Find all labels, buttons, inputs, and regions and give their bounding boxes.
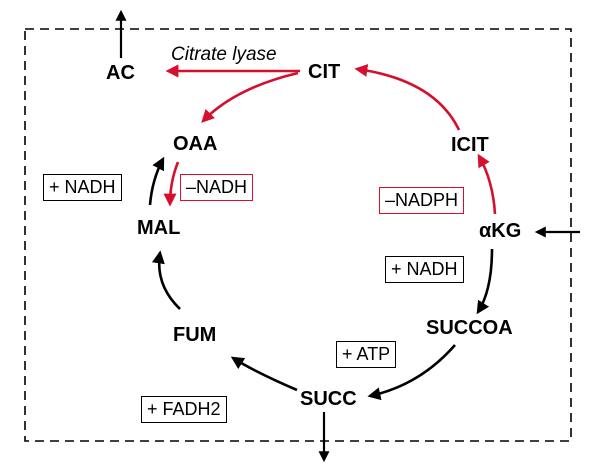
succ-to-fum-arrow bbox=[230, 356, 298, 392]
cit-to-oaa-arrow bbox=[201, 71, 299, 123]
cofactor-oaa-mal: –NADH bbox=[180, 174, 254, 201]
cofactor-akg-succoa: + NADH bbox=[385, 256, 464, 283]
oaa-to-mal-arrow bbox=[163, 161, 180, 207]
cofactor-succoa-succ: + ATP bbox=[336, 341, 397, 368]
metabolite-mal: MAL bbox=[137, 217, 181, 239]
metabolite-oaa: OAA bbox=[173, 133, 218, 155]
cell-boundary bbox=[24, 28, 572, 442]
metabolite-cit: CIT bbox=[308, 61, 341, 83]
cofactor-mal-oaa: + NADH bbox=[43, 174, 122, 201]
succoa-to-succ-arrow bbox=[367, 344, 456, 401]
fum-to-mal-arrow bbox=[151, 250, 181, 310]
metabolite-icit: ICIT bbox=[451, 134, 489, 156]
akg-to-succoa-arrow bbox=[476, 248, 494, 315]
mal-to-oaa-arrow bbox=[148, 156, 165, 206]
icit-to-cit-arrow bbox=[354, 64, 461, 131]
metabolite-akg: αKG bbox=[479, 220, 522, 242]
akg-to-icit-arrow bbox=[477, 153, 497, 215]
metabolite-succ: SUCC bbox=[300, 388, 357, 410]
metabolite-fum: FUM bbox=[173, 324, 217, 346]
cofactor-succ-fum: + FADH2 bbox=[141, 396, 227, 423]
cofactor-icit-akg: –NADPH bbox=[379, 187, 465, 214]
metabolite-succoa: SUCCOA bbox=[426, 317, 513, 339]
metabolite-ac: AC bbox=[106, 62, 135, 84]
enzyme-citrate-lyase-label: Citrate lyase bbox=[171, 44, 277, 65]
